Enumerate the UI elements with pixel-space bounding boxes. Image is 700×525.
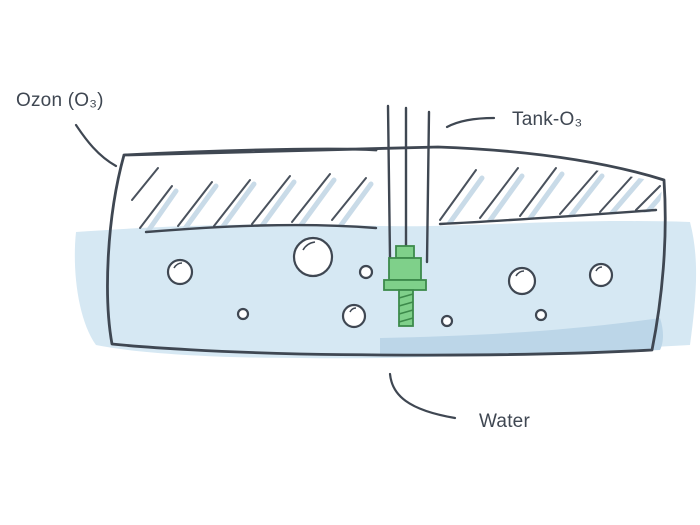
ozon-label: Ozon (O₃) [16, 90, 104, 111]
tank-leader-line [445, 116, 496, 129]
air-bubble-icon [440, 314, 454, 328]
tank-label: Tank-O₃ [512, 109, 583, 130]
tank-outline [106, 145, 667, 357]
water-label: Water [479, 411, 530, 432]
air-bubble-icon [236, 307, 250, 321]
ozone-pipe [386, 104, 431, 264]
ozon-leader-line [74, 123, 118, 168]
air-bubble-icon [358, 264, 374, 280]
air-bubble-icon [166, 258, 194, 286]
air-bubble-icon [341, 303, 367, 329]
air-bubble-icon [292, 236, 334, 278]
air-bubble-icon [507, 266, 537, 296]
air-bubbles [166, 236, 614, 329]
green-nozzle-icon [383, 245, 427, 327]
water-leader-line [388, 372, 457, 420]
water-surface-line [144, 208, 658, 234]
air-bubble-icon [534, 308, 548, 322]
air-bubble-icon [588, 262, 614, 288]
water-shadow [380, 318, 663, 357]
ozone-hatching [131, 167, 662, 232]
